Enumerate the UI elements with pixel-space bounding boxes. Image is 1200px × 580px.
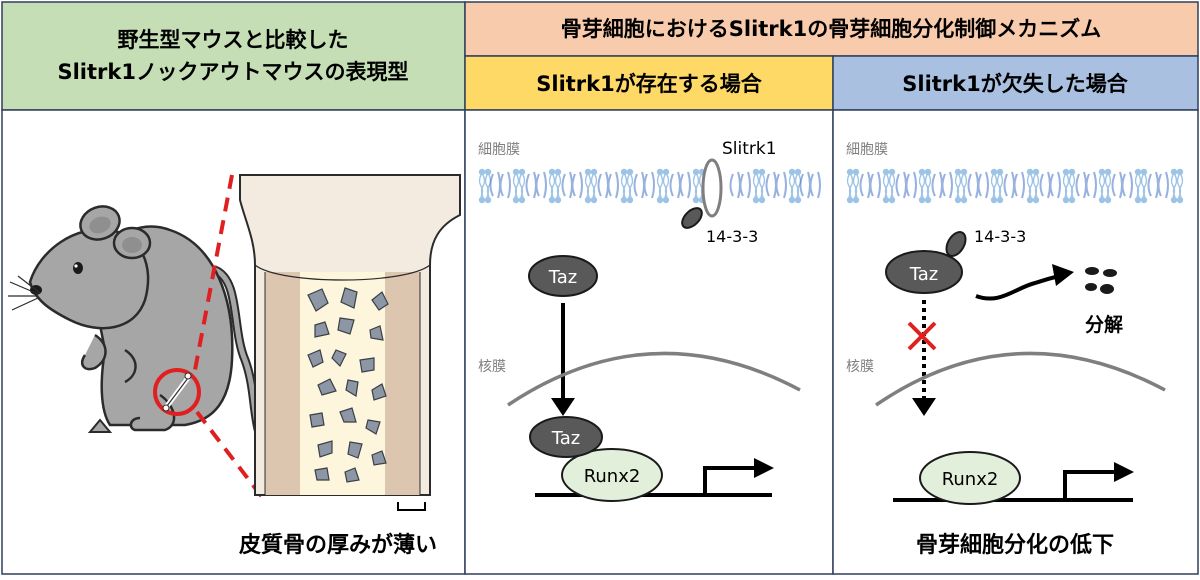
absent-taz	[885, 250, 963, 294]
femur-highlight	[153, 368, 201, 416]
present-transcription-arrowhead	[754, 458, 774, 478]
present-taz-nuclear	[529, 416, 603, 458]
absent-header-bg	[832, 55, 1199, 111]
right-header-title: 骨芽細胞におけるSlitrk1の骨芽細胞分化制御メカニズム	[561, 17, 1102, 41]
taz-translocation-arrowhead	[551, 398, 575, 416]
present-runx2-label: Runx2	[584, 466, 641, 487]
blocked-translocation-arrowhead	[912, 398, 936, 416]
left-header-line2: Slitrk1ノックアウトマウスの表現型	[57, 60, 408, 84]
absent-header-title: Slitrk1が欠失した場合	[902, 72, 1128, 96]
absent-transcription-arrowhead	[1114, 462, 1134, 482]
absent-taz-label: Taz	[909, 264, 939, 285]
present-membrane-label: 細胞膜	[478, 142, 520, 158]
degradation-arrowhead	[1052, 264, 1074, 286]
absent-runx2-label: Runx2	[942, 469, 999, 490]
present-taz-cytoplasm	[528, 255, 598, 297]
present-14-3-3-label: 14-3-3	[706, 227, 758, 246]
zoom-line-bottom	[195, 410, 264, 499]
absent-14-3-3	[945, 231, 967, 257]
absent-runx2	[919, 451, 1021, 505]
degradation-label: 分解	[1085, 313, 1123, 336]
slitrk1-label: Slitrk1	[722, 139, 777, 159]
present-14-3-3	[681, 207, 703, 229]
absent-nuclear-membrane	[875, 351, 1166, 407]
present-runx2	[561, 448, 663, 502]
present-header-bg	[464, 55, 834, 111]
left-header-bg	[1, 1, 466, 111]
left-caption: 皮質骨の厚みが薄い	[239, 532, 437, 558]
present-transcription-arrow	[703, 466, 758, 495]
left-header-line1: 野生型マウスと比較した	[118, 28, 349, 52]
present-header-title: Slitrk1が存在する場合	[536, 72, 762, 96]
absent-caption: 骨芽細胞分化の低下	[916, 532, 1114, 558]
absent-membrane-label: 細胞膜	[846, 142, 888, 158]
present-taz-nuclear-label: Taz	[551, 428, 581, 449]
absent-transcription-arrow	[1063, 470, 1118, 500]
right-header-bg	[464, 1, 1199, 57]
mouse-illustration	[8, 205, 275, 460]
degraded-fragments	[1085, 267, 1117, 294]
block-x-mark	[907, 321, 937, 351]
bone-section	[239, 174, 461, 496]
cortex-thickness-bracket	[397, 502, 426, 511]
present-nuclear-label: 核膜	[478, 359, 506, 375]
absent-14-3-3-label: 14-3-3	[974, 227, 1026, 246]
present-nuclear-membrane	[507, 351, 801, 407]
trabecular-fragments	[307, 287, 389, 483]
zoom-line-top	[193, 174, 234, 371]
slitrk1-protein	[701, 158, 723, 218]
degradation-arrow	[975, 274, 1061, 301]
absent-nuclear-label: 核膜	[846, 359, 874, 375]
present-taz-label: Taz	[548, 267, 578, 288]
